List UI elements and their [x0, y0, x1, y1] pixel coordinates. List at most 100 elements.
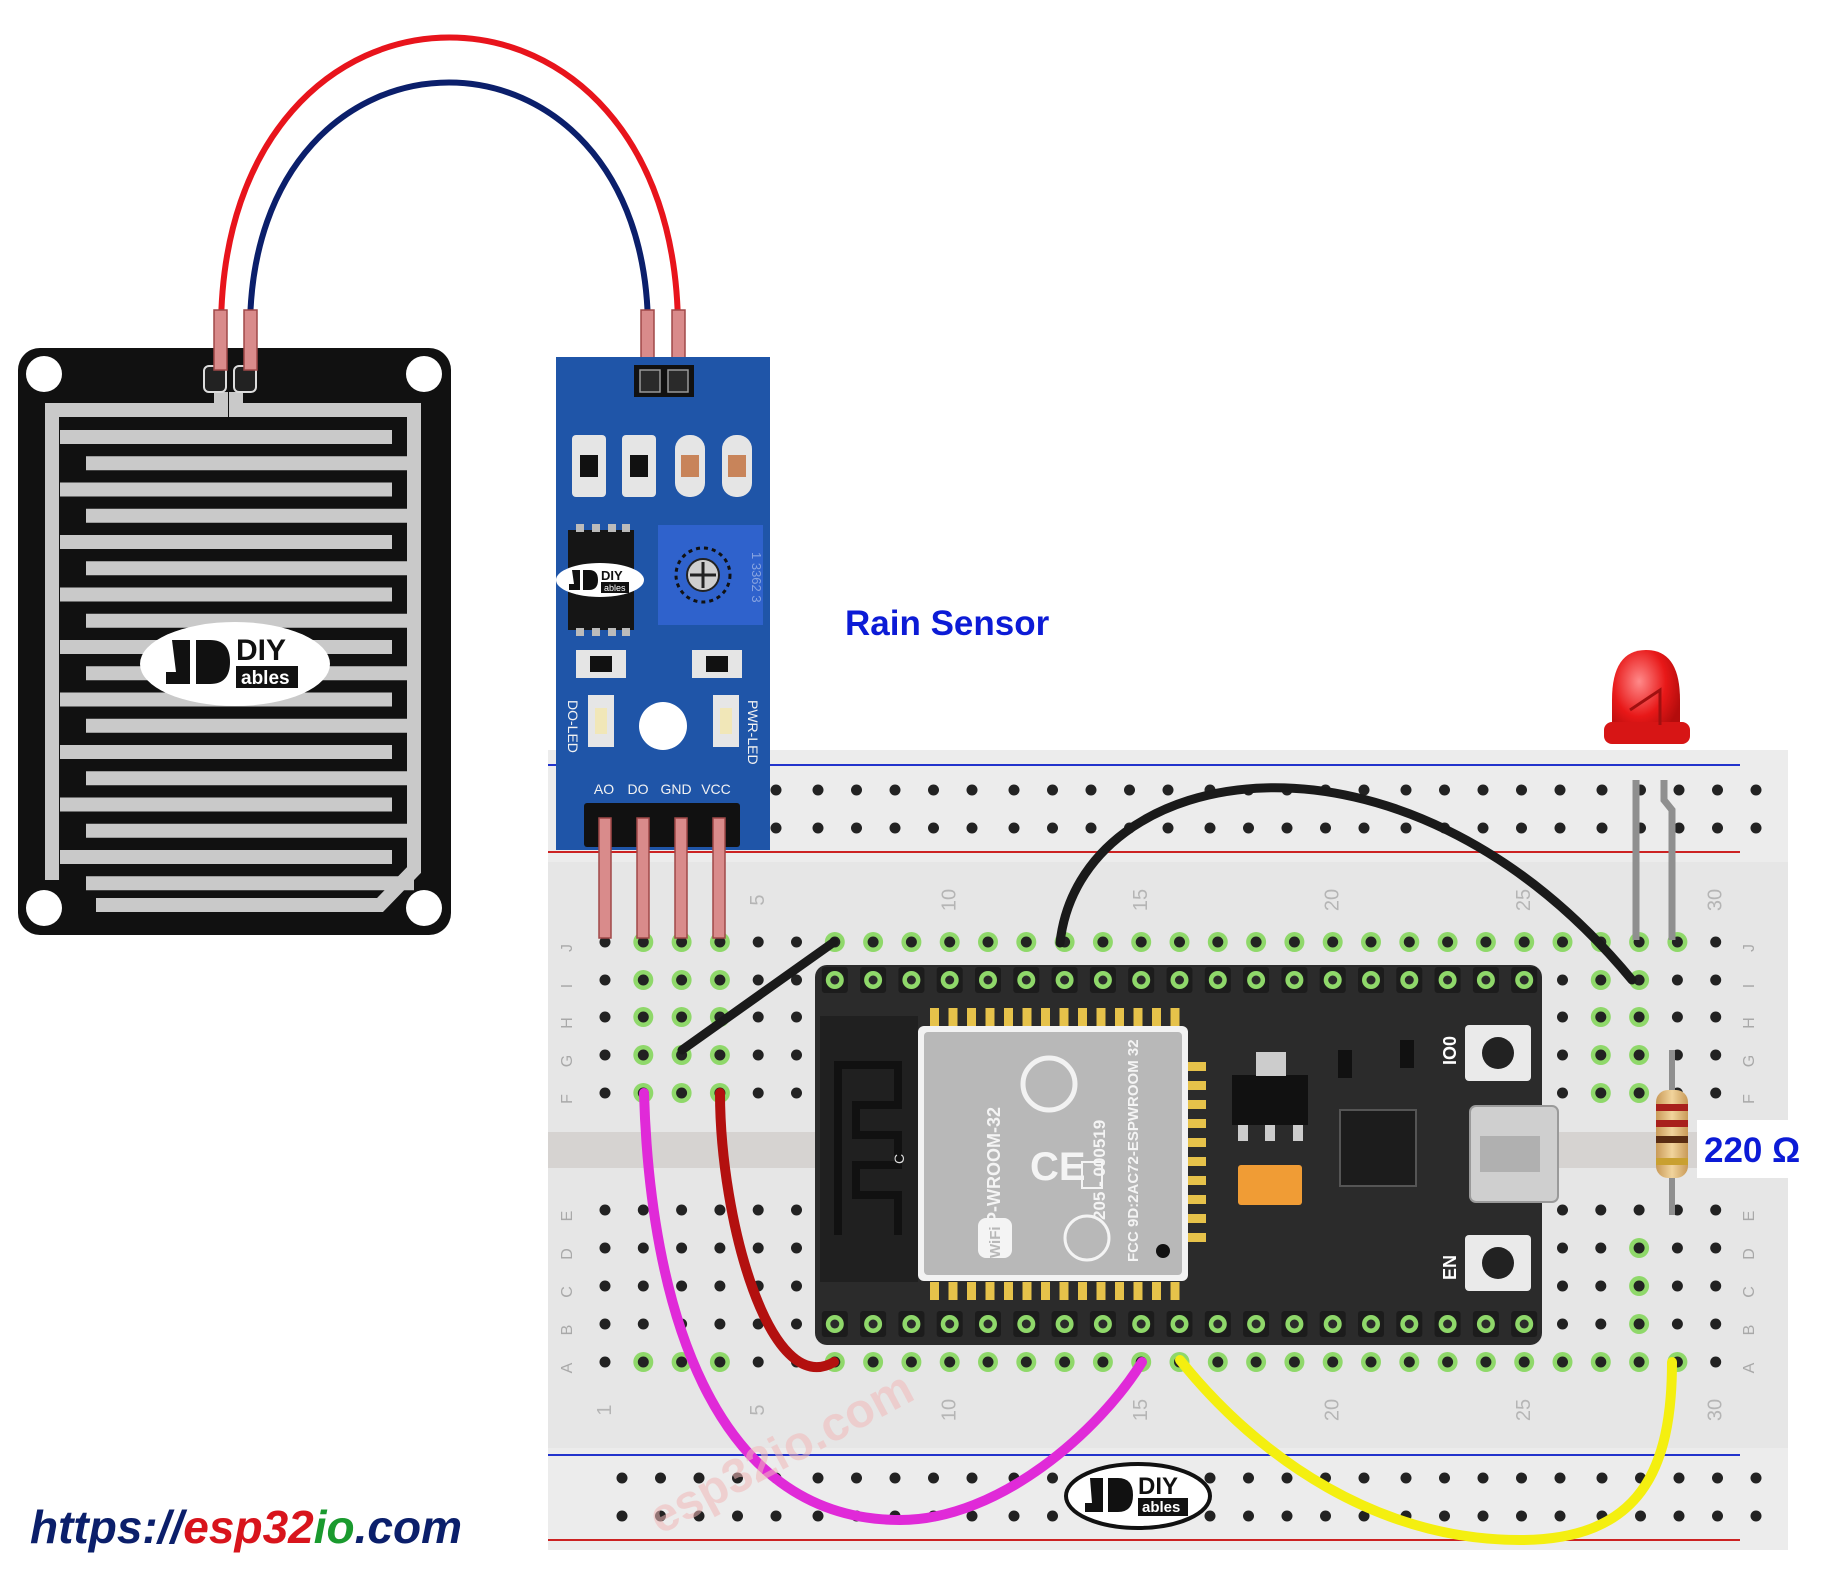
breadboard-hole [1710, 1087, 1722, 1099]
breadboard-hole [599, 974, 611, 986]
fcc-code: FCC 9D:2AC72-ESPWROOM 32 [1125, 1039, 1142, 1262]
header-pin-hole [1366, 975, 1376, 985]
row-letter: H [1741, 1017, 1758, 1029]
breadboard-hole [1710, 1242, 1722, 1254]
potentiometer: 1 3362 3 [658, 525, 764, 625]
breadboard-hole [714, 1204, 726, 1216]
castellation [930, 1282, 939, 1300]
rail-hole [851, 784, 862, 796]
breadboard-hole [1135, 936, 1147, 948]
rail-hole [770, 822, 782, 834]
breadboard-hole [676, 1011, 688, 1023]
logo-diy-bottom: DIY [1138, 1473, 1178, 1500]
rail-hole [1400, 784, 1412, 796]
breadboard-hole [1633, 1318, 1645, 1330]
io0-button-cap[interactable] [1482, 1037, 1514, 1069]
rail-hole [812, 1510, 824, 1522]
wroom-castellations [930, 1008, 1206, 1300]
breadboard-hole [714, 1049, 726, 1061]
resistor-band [1656, 1158, 1688, 1165]
breadboard-hole [1557, 1204, 1568, 1216]
rail-hole [1712, 1472, 1723, 1484]
castellation [1188, 1195, 1206, 1204]
pin-label-vcc: VCC [701, 781, 731, 797]
column-number: 15 [1130, 1399, 1152, 1421]
breadboard-hole [599, 1087, 611, 1099]
rail-hole [1162, 784, 1174, 796]
mount-hole [26, 356, 62, 392]
rail-hole [1516, 1472, 1527, 1484]
rail-hole [770, 784, 782, 796]
header-pin-hole [1175, 975, 1184, 985]
led-rim [1604, 722, 1690, 744]
breadboard-hole [1710, 974, 1722, 986]
breadboard-hole [714, 1280, 726, 1292]
mount-hole [406, 890, 442, 926]
breadboard-hole [1710, 1280, 1722, 1292]
breadboard-hole [867, 1356, 879, 1368]
breadboard-hole [1595, 1049, 1607, 1061]
castellation [1115, 1008, 1124, 1026]
rail-hole [732, 1510, 743, 1522]
castellation [1170, 1282, 1180, 1300]
rain-sensor-module: DIY ables 1 3362 3 DO-LED PWR-LED AO DO … [556, 357, 770, 850]
header-pin-hole [1289, 1319, 1299, 1329]
esp32-devkit: C ESP-WROOM-32 205 - 000519 FCC 9D:2AC72… [815, 965, 1559, 1345]
breadboard-hole [1671, 974, 1683, 986]
breadboard-hole [599, 1204, 611, 1216]
breadboard-hole [599, 1049, 611, 1061]
trace-outer [96, 392, 421, 912]
site-url[interactable]: https://esp32io.com [30, 1501, 462, 1553]
breadboard-hole [752, 936, 764, 948]
row-letter: J [1741, 944, 1758, 952]
breadboard-hole [1710, 1049, 1722, 1061]
rail-hole [1439, 1510, 1450, 1522]
breadboard-hole [599, 1280, 611, 1292]
breadboard-hole [1557, 936, 1568, 948]
column-number: 5 [747, 894, 769, 905]
rail-hole [1439, 1472, 1450, 1484]
castellation [1188, 1100, 1206, 1109]
breadboard-hole [1250, 936, 1262, 948]
castellation [985, 1282, 995, 1300]
smd-body [728, 455, 746, 477]
breadboard-hole [676, 1242, 688, 1254]
breadboard-hole [637, 1242, 649, 1254]
castellation [1188, 1157, 1206, 1166]
rail-hole [1712, 822, 1723, 834]
telec-mark-icon [1063, 1214, 1111, 1262]
rail-hole [1477, 1472, 1489, 1484]
breadboard-hole [1557, 1011, 1568, 1023]
rail-hole [889, 1472, 901, 1484]
ic-logo-badge [556, 563, 644, 597]
pot-ring [674, 546, 732, 604]
ic-logo-ables-bg [601, 582, 629, 593]
breadboard-hole [1442, 1356, 1454, 1368]
castellation [1133, 1008, 1143, 1026]
rail-hole [966, 1472, 978, 1484]
mount-hole [26, 890, 62, 926]
rail-hole [1204, 1472, 1216, 1484]
rail-hole [1358, 784, 1370, 796]
breadboard-hole [982, 936, 994, 948]
pwr-led-label: PWR-LED [745, 700, 761, 765]
ic-leg [576, 628, 584, 636]
wifi-text: WiFi [987, 1226, 1004, 1258]
rail-hole [1358, 1472, 1370, 1484]
castellation [967, 1008, 976, 1026]
wire-navy-pad [247, 79, 651, 333]
breadboard-hole [1020, 936, 1032, 948]
rail-hole [1750, 1510, 1762, 1522]
castellation [1152, 1282, 1161, 1300]
breadboard-hole [1710, 1356, 1722, 1368]
rail-hole [1243, 1510, 1254, 1522]
output-pin-do [636, 817, 650, 939]
rail-hole [1673, 1472, 1685, 1484]
wroom-shield [924, 1032, 1182, 1275]
smd-body [630, 455, 648, 477]
castellation [1041, 1008, 1050, 1026]
en-button-cap[interactable] [1482, 1247, 1514, 1279]
breadboard-hole [905, 936, 917, 948]
castellation [1041, 1282, 1050, 1300]
column-number: 25 [1513, 889, 1535, 911]
